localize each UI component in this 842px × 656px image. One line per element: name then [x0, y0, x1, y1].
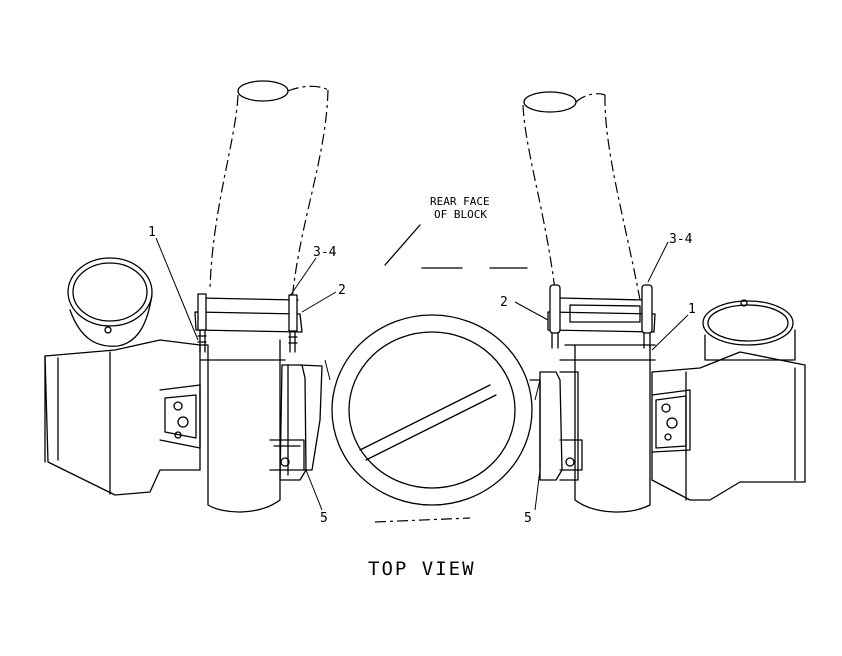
view-title: TOP VIEW: [368, 558, 476, 580]
rear-face-label-line1: REAR FACE: [430, 195, 490, 208]
right-callout-3-4: 3-4: [669, 232, 693, 247]
right-callout-5: 5: [524, 511, 532, 526]
right-callout-2: 2: [500, 295, 508, 310]
left-turbo-inlet-housing: [44, 339, 201, 496]
right-air-inlet-elbow: [702, 299, 796, 361]
right-turbine-housing: [559, 344, 656, 513]
right-v-clamp: [529, 371, 583, 481]
left-turbine-housing: [199, 339, 286, 513]
callout-leaders: [155, 237, 689, 511]
left-callout-1: 1: [148, 225, 156, 240]
left-flange-plate: [194, 293, 303, 353]
left-exhaust-pipe: [209, 80, 329, 301]
rear-face-marker: [384, 224, 528, 269]
right-exhaust-pipe: [522, 91, 641, 301]
right-callout-1: 1: [688, 302, 696, 317]
rear-face-label-line2: OF BLOCK: [434, 208, 487, 221]
center-flywheel-housing: [324, 314, 541, 523]
left-v-clamp: [269, 364, 323, 481]
right-turbo-inlet-housing: [651, 351, 806, 501]
left-callout-5: 5: [320, 511, 328, 526]
left-callout-2: 2: [338, 283, 346, 298]
left-air-inlet-elbow: [67, 257, 153, 347]
left-callout-3-4: 3-4: [313, 245, 337, 260]
right-flange-plate: [547, 284, 656, 349]
